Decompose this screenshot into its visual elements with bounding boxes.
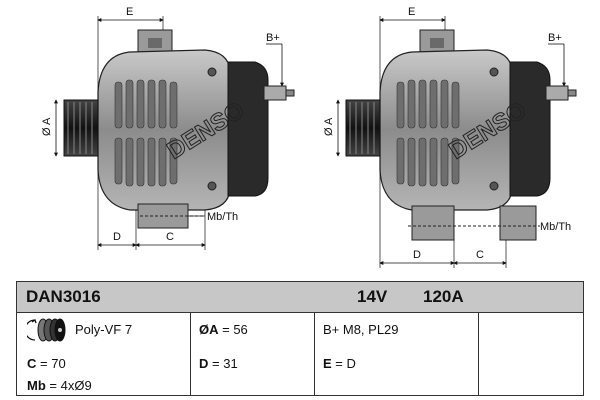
right-terminal-label: B+ [548,32,562,44]
spec-terminal: B+ M8, PL29 [323,322,399,337]
right-bottom-mount-left [411,205,455,241]
spec-e: E = D [323,356,356,371]
voltage: 14V [357,287,388,306]
right-alternator-view: DENSO E B+ Ø A D C Mb/Th [323,6,577,268]
left-cooling-fins [114,79,178,187]
right-dim-a: Ø A [323,117,335,136]
spec-c: C = 70 [27,356,66,371]
spec-d: D = 31 [199,356,238,371]
pulley-type: Poly-VF 7 [75,322,133,337]
right-b-plus-terminal [545,85,569,101]
left-dim-e: E [126,6,133,18]
spec-mb: Mb = 4xØ9 [27,378,92,393]
spec-header: DAN3016 14V 120A [17,282,583,313]
right-pulley [345,99,381,157]
right-dim-c: C [476,249,484,261]
left-dim-d: D [113,231,121,243]
left-alternator-view: DENSO E B+ Ø A D C Mb/Th [41,6,295,250]
left-mount-label: Mb/Th [207,211,238,223]
right-mount-label: Mb/Th [540,221,571,233]
spec-col-terminal: B+ M8, PL29 E = D [315,312,479,395]
right-rear-cover [509,61,551,197]
spec-table: DAN3016 14V 120A Poly-VF 7 C = 70 Mb = 4… [16,281,584,396]
left-dim-a: Ø A [41,117,53,136]
right-dim-d: D [413,249,421,261]
spec-col-empty [479,312,583,395]
right-cooling-fins [396,79,460,187]
right-bottom-mount-right [499,205,537,241]
spec-a: ØA = 56 [199,322,248,337]
part-number: DAN3016 [26,287,101,306]
left-terminal-label: B+ [266,32,280,44]
spec-col-dimensions: ØA = 56 D = 31 [191,312,315,395]
alternator-drawing: DENSO E B+ Ø A D C Mb/Th [41,6,577,268]
spec-col-pulley: Poly-VF 7 C = 70 Mb = 4xØ9 [17,312,191,395]
left-rear-cover [227,61,269,197]
left-pulley [63,99,99,157]
right-dim-e: E [408,6,415,18]
left-b-plus-terminal [263,85,287,101]
pulley-icon [27,318,66,342]
left-dim-c: C [166,231,174,243]
current: 120A [423,287,464,306]
